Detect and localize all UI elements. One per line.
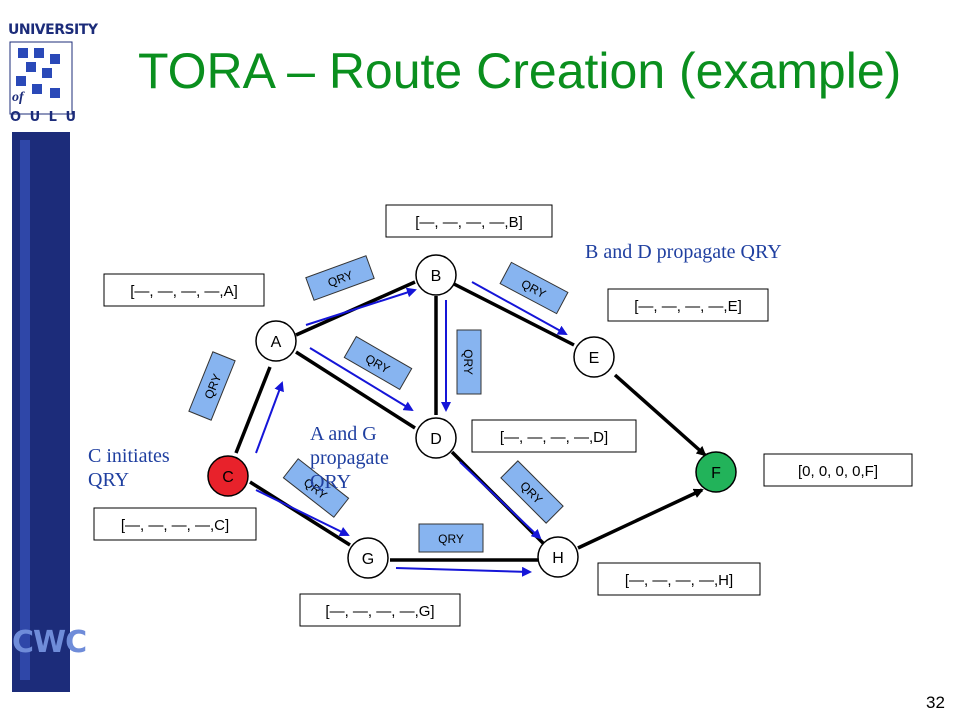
university-logo-icon <box>9 41 73 115</box>
qry-box-gh: QRY <box>418 523 484 553</box>
annotation-c-initiates: C initiates QRY <box>88 445 170 491</box>
node-f-label: F <box>711 465 721 482</box>
height-label-f-text: [0, 0, 0, 0,F] <box>798 463 878 480</box>
node-g-circle <box>347 537 389 579</box>
height-label-d-text: [—, —, —, —,D] <box>500 429 608 446</box>
qry-arrow-g-h <box>395 566 532 577</box>
qry-box-bd: QRY <box>456 329 482 395</box>
node-a: A <box>255 320 297 362</box>
height-label-c-text: [—, —, —, —,C] <box>121 517 229 534</box>
node-e-label: E <box>589 350 600 367</box>
qry-box-be: QRY <box>499 261 569 315</box>
node-b: B <box>415 254 457 296</box>
annotation-a-g-propagate: A and G propagate QRY <box>310 423 389 493</box>
height-label-d: [—, —, —, —,D] <box>471 419 637 453</box>
qry-box-ad: QRY <box>343 335 413 391</box>
logo-of-text: of <box>12 90 24 105</box>
height-label-f: [0, 0, 0, 0,F] <box>763 453 913 487</box>
logo-cwc-text: CWC <box>12 625 87 660</box>
height-label-h-text: [—, —, —, —,H] <box>625 572 733 589</box>
node-d-circle <box>415 417 457 459</box>
logo-university-text: UNIVERSITY <box>8 22 98 38</box>
qry-label-gh: QRY <box>438 532 464 546</box>
link-c-g <box>249 480 351 547</box>
node-d: D <box>415 417 457 459</box>
annotation-b-d-propagate: B and D propagate QRY <box>585 241 782 263</box>
link-e-f <box>613 373 707 457</box>
link-a-d <box>295 350 416 430</box>
page-number: 32 <box>926 693 945 712</box>
links <box>234 280 707 562</box>
link-h-f <box>577 488 704 550</box>
qry-arrow-c-g <box>255 489 350 536</box>
node-f: F <box>695 451 737 493</box>
logo-bar-highlight <box>20 140 30 680</box>
logo-oulu-text: O U L U <box>10 110 79 125</box>
height-label-h: [—, —, —, —,H] <box>597 562 761 596</box>
node-e-circle <box>573 336 615 378</box>
link-c-a <box>234 366 272 454</box>
node-g: G <box>347 537 389 579</box>
node-c-label: C <box>222 469 234 486</box>
link-b-e <box>453 282 575 347</box>
qry-arrows <box>255 281 568 577</box>
qry-box-ca: QRY <box>188 351 236 421</box>
height-label-g-text: [—, —, —, —,G] <box>325 603 434 620</box>
qry-box-ab: QRY <box>305 255 375 301</box>
qry-arrow-b-e <box>471 281 568 335</box>
height-label-g: [—, —, —, —,G] <box>299 593 461 627</box>
slide-title: TORA – Route Creation (example) <box>138 43 902 99</box>
node-f-circle <box>695 451 737 493</box>
node-c: C <box>207 455 249 497</box>
node-d-label: D <box>430 431 442 448</box>
height-label-e: [—, —, —, —,E] <box>607 288 769 322</box>
node-h: H <box>537 536 579 578</box>
qry-arrow-a-b <box>305 287 417 326</box>
node-a-circle <box>255 320 297 362</box>
node-h-circle <box>537 536 579 578</box>
node-a-label: A <box>271 334 282 351</box>
qry-label-bd: QRY <box>461 349 475 375</box>
node-g-label: G <box>362 551 374 568</box>
height-label-b-text: [—, —, —, —,B] <box>415 214 523 231</box>
node-b-circle <box>415 254 457 296</box>
node-c-circle <box>207 455 249 497</box>
node-h-label: H <box>552 550 564 567</box>
qry-arrow-c-a <box>255 381 284 454</box>
height-label-a: [—, —, —, —,A] <box>103 273 265 307</box>
height-label-e-text: [—, —, —, —,E] <box>634 298 742 315</box>
height-label-c: [—, —, —, —,C] <box>93 507 257 541</box>
height-label-b: [—, —, —, —,B] <box>385 204 553 238</box>
qry-arrow-d-h <box>459 461 542 540</box>
qry-arrow-a-d <box>309 347 414 412</box>
height-label-a-text: [—, —, —, —,A] <box>130 283 238 300</box>
node-e: E <box>573 336 615 378</box>
qry-box-dh: QRY <box>500 460 564 524</box>
node-b-label: B <box>431 268 442 285</box>
